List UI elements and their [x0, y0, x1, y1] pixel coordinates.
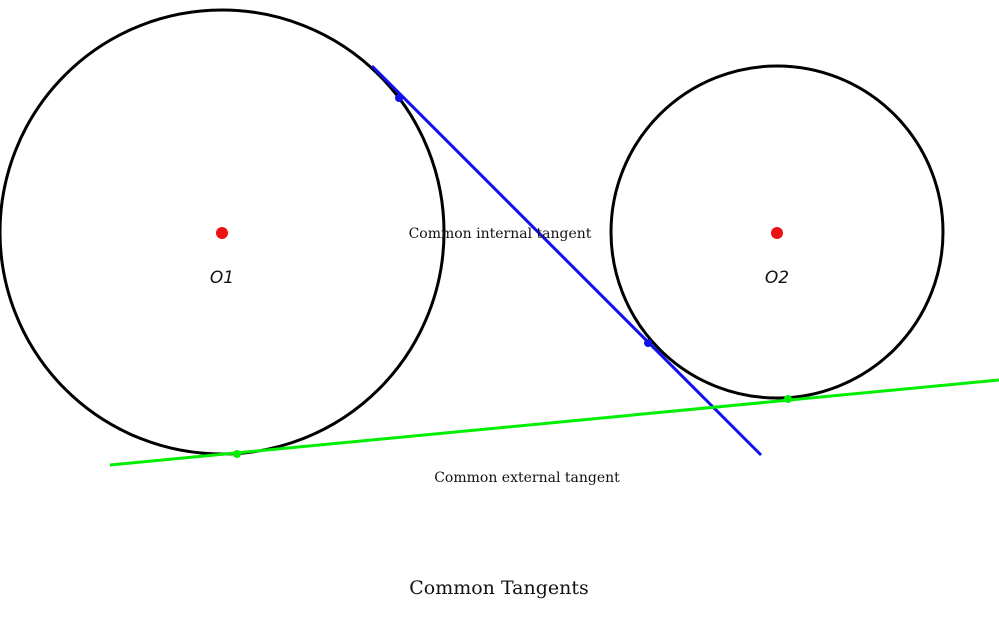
internal-tangent-label: Common internal tangent [409, 226, 592, 242]
center-point-o2 [771, 227, 783, 239]
center-point-o1 [216, 227, 228, 239]
internal-tangent-point-o1 [395, 94, 403, 102]
center-label-o1: O1 [210, 268, 234, 288]
external-tangent-point-o2 [784, 395, 792, 403]
internal-tangent-point-o2 [644, 339, 652, 347]
circle-o2 [609, 64, 945, 400]
center-label-o2: O2 [765, 268, 789, 288]
external-tangent-point-o1 [233, 450, 241, 458]
external-tangent-line [109, 378, 999, 467]
internal-tangent-line [370, 64, 763, 457]
external-tangent-label: Common external tangent [434, 470, 620, 486]
diagram-title: Common Tangents [409, 577, 589, 599]
